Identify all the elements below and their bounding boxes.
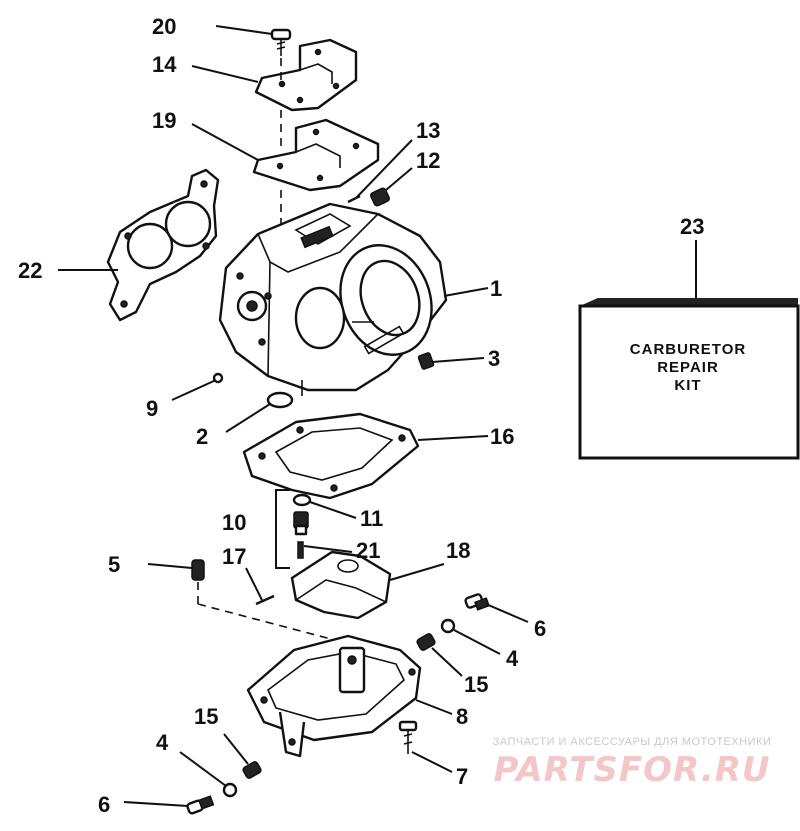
- part-3-screw: [417, 352, 435, 370]
- callout-1: 1: [490, 276, 502, 301]
- part-19-gasket: [252, 118, 380, 192]
- part-20-screw: [270, 28, 292, 56]
- callout-23: 23: [680, 214, 704, 239]
- part-18-float: [290, 550, 392, 620]
- part-1-carburetor-body: [218, 202, 448, 396]
- part-14-cover-plate: [254, 38, 358, 112]
- part-23-repair-kit-box: CARBURETOR REPAIR KIT: [578, 298, 800, 460]
- callout-6-right: 6: [534, 616, 546, 641]
- kit-label-line3: KIT: [674, 377, 701, 394]
- part-17-pin: [255, 594, 275, 606]
- kit-label-line1: CARBURETOR: [630, 341, 746, 358]
- callout-17: 17: [222, 544, 246, 569]
- callout-18: 18: [446, 538, 470, 563]
- part-5-screw: [191, 559, 205, 581]
- part-22-flange-gasket: [106, 168, 220, 322]
- callout-16: 16: [490, 424, 514, 449]
- part-16-bowl-gasket: [242, 412, 420, 500]
- part-15-jet-left: [242, 761, 262, 779]
- callout-4-right: 4: [506, 646, 519, 671]
- part-12-plug: [370, 187, 390, 207]
- callout-5: 5: [108, 552, 120, 577]
- part-4-washer-left: [222, 782, 238, 798]
- callout-19: 19: [152, 108, 176, 133]
- callout-14: 14: [152, 52, 177, 77]
- callout-15-right: 15: [464, 672, 488, 697]
- watermark: ЗАПЧАСТИ И АКСЕССУАРЫ ДЛЯ МОТОТЕХНИКИ PA…: [472, 736, 792, 790]
- callout-4-left: 4: [156, 730, 169, 755]
- part-6-screw-left: [186, 795, 215, 815]
- part-4-washer-right: [440, 618, 456, 634]
- callout-11: 11: [360, 506, 383, 531]
- callout-9: 9: [146, 396, 158, 421]
- callout-3: 3: [488, 346, 500, 371]
- callout-15-left: 15: [194, 704, 218, 729]
- part-10-needle-seat: [293, 511, 309, 536]
- callout-6-left: 6: [98, 792, 110, 817]
- part-15-jet-right: [416, 633, 436, 651]
- part-21-needle: [297, 541, 304, 559]
- part-11-washer: [292, 493, 312, 507]
- watermark-logo: PARTSFOR.RU: [493, 750, 771, 790]
- callout-8: 8: [456, 704, 468, 729]
- part-8-float-bowl: [246, 634, 422, 758]
- callout-21: 21: [356, 538, 380, 563]
- callout-12: 12: [416, 148, 440, 173]
- kit-label-line2: REPAIR: [657, 359, 719, 376]
- callout-20: 20: [152, 14, 176, 39]
- callout-22: 22: [18, 258, 42, 283]
- callout-13: 13: [416, 118, 440, 143]
- watermark-caption: ЗАПЧАСТИ И АКСЕССУАРЫ ДЛЯ МОТОТЕХНИКИ: [492, 736, 772, 748]
- part-2-plug: [266, 391, 294, 409]
- callout-7: 7: [456, 764, 468, 789]
- callout-2: 2: [196, 424, 208, 449]
- part-6-screw-right: [464, 593, 490, 611]
- callout-10: 10: [222, 510, 246, 535]
- part-7-screw: [398, 720, 418, 754]
